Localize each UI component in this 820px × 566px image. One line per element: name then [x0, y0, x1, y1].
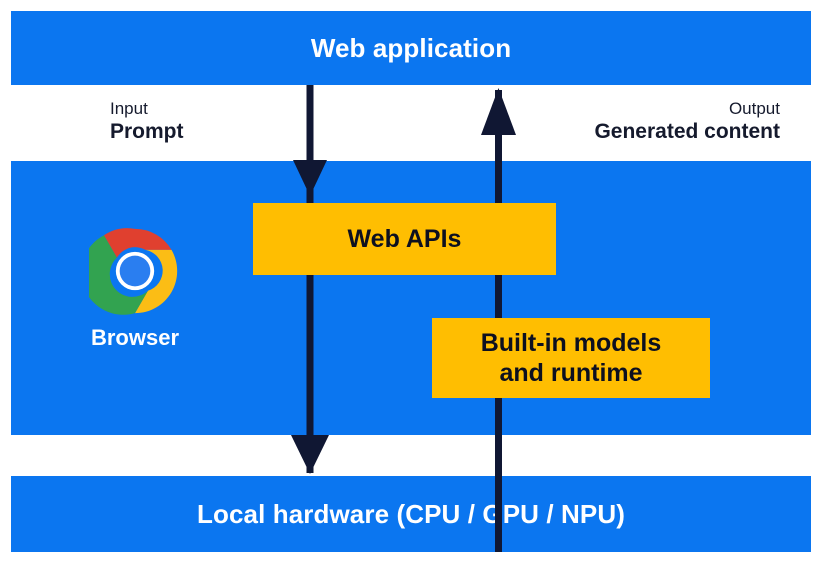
local-hardware-label: Local hardware (CPU / GPU / NPU) — [197, 499, 625, 529]
input-flow-value: Prompt — [110, 120, 184, 144]
builtin-models-label: Built-in models and runtime — [481, 328, 662, 388]
web-apis-label: Web APIs — [347, 224, 462, 253]
local-hardware-band: Local hardware (CPU / GPU / NPU) — [11, 476, 811, 552]
output-flow-label: Output Generated content — [594, 99, 780, 145]
web-application-label: Web application — [310, 33, 512, 63]
builtin-models-box: Built-in models and runtime — [432, 318, 710, 398]
output-flow-kind: Output — [728, 99, 780, 118]
browser-label: Browser — [90, 325, 180, 350]
builtin-models-label-line1: Built-in models — [480, 329, 662, 357]
browser-group: Browser — [77, 225, 193, 349]
builtin-models-label-line2: and runtime — [499, 359, 643, 387]
input-flow-kind: Input — [110, 99, 148, 118]
input-flow-label: Input Prompt — [110, 99, 184, 145]
chrome-logo-icon — [89, 228, 178, 315]
web-apis-box: Web APIs — [253, 203, 556, 275]
web-application-band: Web application — [11, 11, 811, 85]
output-flow-value: Generated content — [594, 120, 780, 144]
